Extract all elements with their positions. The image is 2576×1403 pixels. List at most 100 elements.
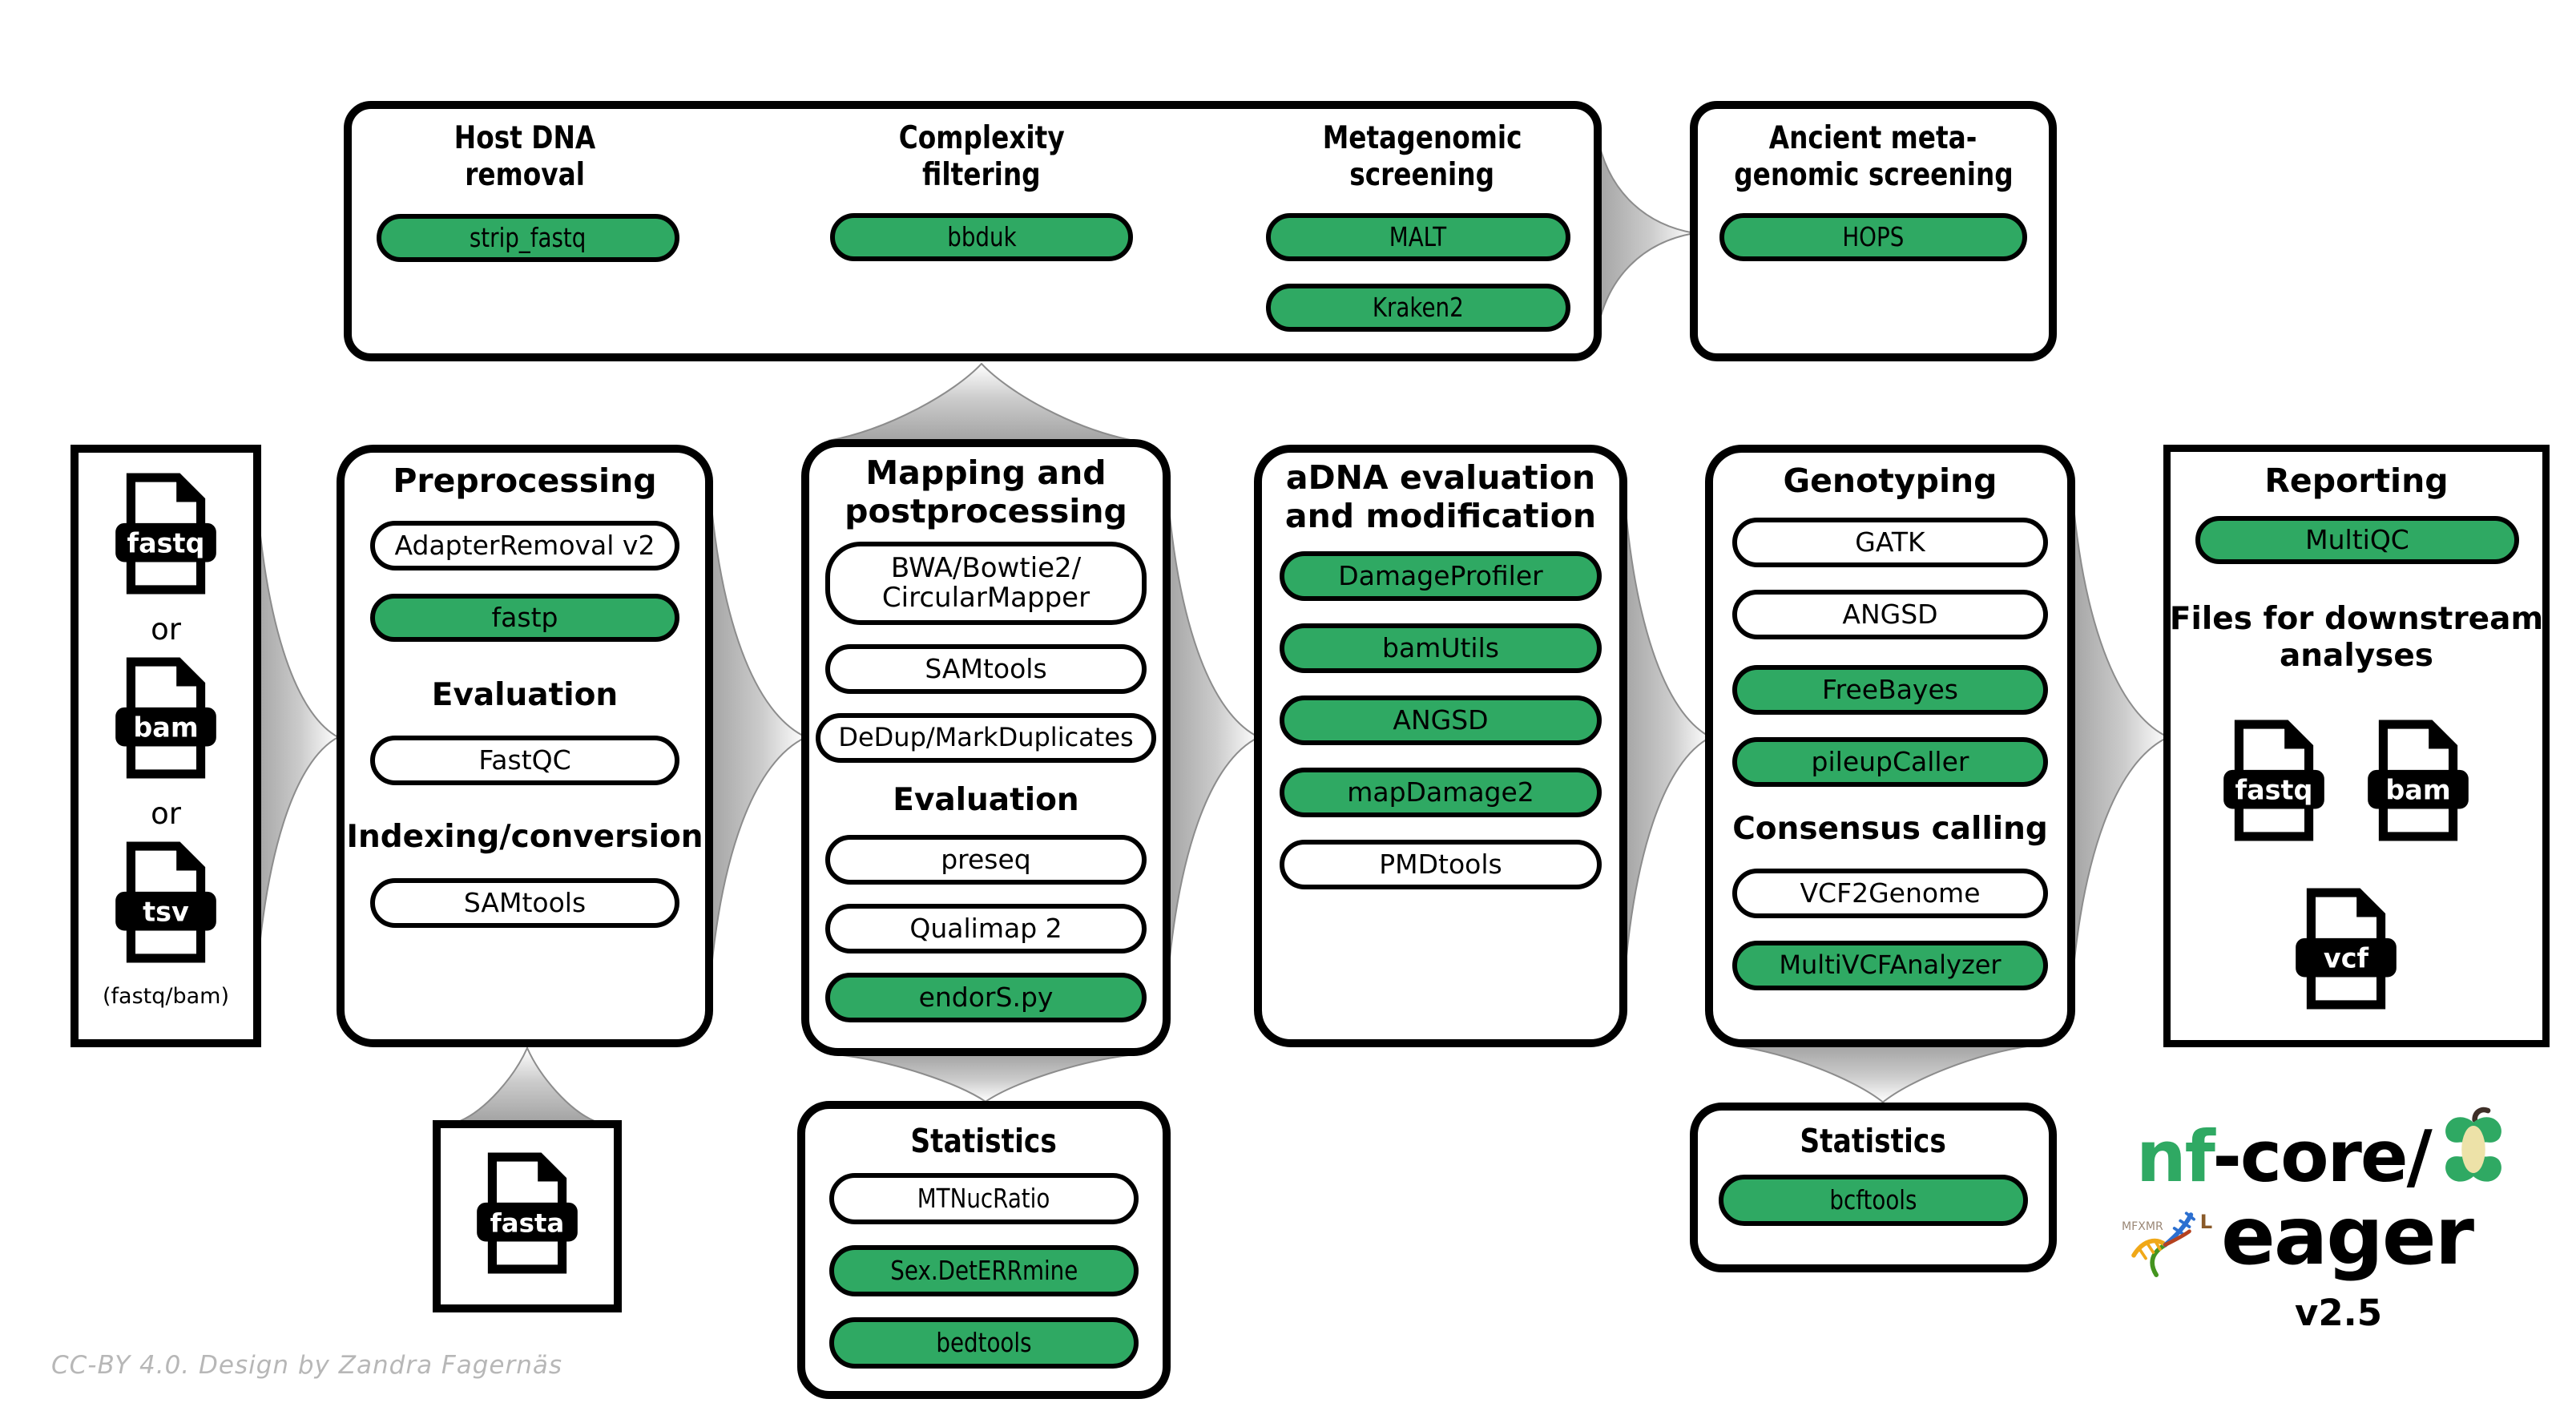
tool-pill-strip-fastq: strip_fastq bbox=[377, 214, 679, 262]
tool-pill-preseq: preseq bbox=[825, 835, 1147, 885]
nfcore-logo-line1: nf-core/ bbox=[2136, 1115, 2433, 1198]
tool-pill-bamutils-label: bamUtils bbox=[1382, 631, 1499, 663]
flow-arrow-input-to-preprocessing bbox=[255, 465, 338, 1010]
vcf-output-file-icon: vcf bbox=[2296, 888, 2397, 1010]
tool-pill-mtnucratio-label: MTNucRatio bbox=[917, 1182, 1050, 1214]
metagenomic-screening-title-line1: Metagenomic bbox=[1322, 120, 1522, 156]
fastq-output-file-icon-label: fastq bbox=[2235, 774, 2313, 805]
complexity-filtering-title: Complexity filtering bbox=[833, 120, 1130, 194]
tool-pill-bamutils: bamUtils bbox=[1280, 623, 1602, 673]
flow-arrow-mapping-to-adna bbox=[1166, 465, 1259, 1010]
tool-pill-pileupcaller-label: pileupCaller bbox=[1811, 745, 1969, 777]
nfcore-logo-pipeline: eager bbox=[2221, 1189, 2474, 1283]
flow-arrow-genotyping-to-statistics bbox=[1731, 1046, 2035, 1103]
tool-pill-hops: HOPS bbox=[1719, 213, 2027, 261]
flow-arrow-genotyping-to-reporting bbox=[2070, 465, 2168, 1010]
tool-pill-bbduk: bbduk bbox=[830, 213, 1133, 261]
statistics-mapping-title-text: Statistics bbox=[910, 1122, 1058, 1160]
nfcore-logo-nf: nf bbox=[2136, 1115, 2214, 1198]
dna-helix-rune-right: L bbox=[2200, 1210, 2213, 1233]
tool-pill-preseq-label: preseq bbox=[941, 843, 1031, 875]
host-dna-removal-title: Host DNA removal bbox=[377, 120, 673, 194]
tool-pill-multiqc: MultiQC bbox=[2195, 516, 2519, 564]
statistics-mapping-title: Statistics bbox=[797, 1122, 1171, 1160]
metagenomic-screening-title-line2: screening bbox=[1349, 157, 1495, 194]
flow-arrow-fasta-to-preprocessing bbox=[457, 1046, 598, 1122]
tool-pill-fastqc: FastQC bbox=[370, 736, 679, 785]
bam-file-icon: bam bbox=[115, 657, 216, 779]
fastq-output-file-icon: fastq bbox=[2223, 720, 2324, 841]
ancient-metagenomic-screening-title: Ancient meta- genomic screening bbox=[1700, 120, 2046, 194]
tool-pill-bwa-line2: CircularMapper bbox=[881, 582, 1090, 614]
mapping-evaluation-heading: Evaluation bbox=[893, 782, 1079, 818]
tsv-file-icon: tsv bbox=[115, 841, 216, 963]
flow-arrow-mapping-to-screening bbox=[825, 362, 1138, 441]
flow-arrow-screening-to-ancient bbox=[1597, 132, 1695, 334]
flow-arrow-preprocessing-to-mapping bbox=[708, 465, 806, 1010]
apple-core-icon bbox=[2445, 1107, 2501, 1182]
tool-pill-damageprofiler-label: DamageProfiler bbox=[1338, 559, 1543, 591]
fasta-file-icon-label: fasta bbox=[490, 1207, 565, 1238]
tsv-note: (fastq/bam) bbox=[103, 984, 229, 1009]
mapping-title-line2: postprocessing bbox=[845, 492, 1127, 531]
dna-helix-icon: MFXMR L bbox=[2122, 1210, 2213, 1277]
tool-pill-fastp: fastp bbox=[370, 594, 679, 642]
tool-pill-hops-label: HOPS bbox=[1842, 220, 1905, 252]
tool-pill-freebayes: FreeBayes bbox=[1732, 665, 2048, 715]
mapping-title: Mapping and postprocessing bbox=[801, 454, 1171, 531]
tool-pill-bwa-bowtie2-circularmapper: BWA/Bowtie2/ CircularMapper bbox=[825, 542, 1147, 625]
bam-output-file-icon: bam bbox=[2368, 720, 2469, 841]
tool-pill-mapdamage2-label: mapDamage2 bbox=[1347, 776, 1534, 808]
metagenomic-screening-title: Metagenomic screening bbox=[1274, 120, 1570, 194]
tool-pill-multiqc-label: MultiQC bbox=[2305, 523, 2409, 555]
tool-pill-angsd-genotyping: ANGSD bbox=[1732, 590, 2048, 639]
complexity-filtering-title-line1: Complexity bbox=[898, 120, 1065, 156]
flow-arrow-adna-to-genotyping bbox=[1623, 465, 1711, 1010]
tool-pill-pmdtools-label: PMDtools bbox=[1379, 848, 1502, 880]
preprocessing-evaluation-heading: Evaluation bbox=[431, 677, 619, 713]
ancient-title-line1: Ancient meta- bbox=[1769, 120, 1977, 156]
tool-pill-adapterremoval-label: AdapterRemoval v2 bbox=[394, 529, 655, 561]
vcf-output-file-icon-label: vcf bbox=[2324, 942, 2369, 974]
tool-pill-bcftools-label: bcftools bbox=[1829, 1183, 1917, 1216]
tool-pill-kraken2: Kraken2 bbox=[1266, 284, 1570, 332]
files-downstream-heading-line2: analyses bbox=[2279, 638, 2434, 675]
tool-pill-dedup-markduplicates-label: DeDup/MarkDuplicates bbox=[838, 722, 1134, 753]
tool-pill-damageprofiler: DamageProfiler bbox=[1280, 551, 1602, 601]
tool-pill-gatk: GATK bbox=[1732, 518, 2048, 567]
fastq-file-icon: fastq bbox=[115, 473, 216, 595]
tool-pill-angsd-adna: ANGSD bbox=[1280, 695, 1602, 745]
host-dna-removal-title-line2: removal bbox=[465, 157, 585, 194]
ancient-title-line2: genomic screening bbox=[1733, 157, 2014, 194]
or-label-1: or bbox=[151, 612, 181, 647]
host-dna-removal-title-line1: Host DNA bbox=[454, 120, 596, 156]
license-credit-text: CC-BY 4.0. Design by Zandra Fagernäs bbox=[51, 1351, 563, 1380]
tool-pill-bbduk-label: bbduk bbox=[946, 220, 1017, 252]
statistics-genotyping-title-text: Statistics bbox=[1800, 1122, 1947, 1160]
reporting-title: Reporting bbox=[2264, 462, 2449, 500]
tool-pill-vcf2genome-label: VCF2Genome bbox=[1800, 877, 1981, 909]
tool-pill-qualimap2: Qualimap 2 bbox=[825, 904, 1147, 953]
tool-pill-samtools-mapping-label: SAMtools bbox=[925, 652, 1047, 684]
tool-pill-fastqc-label: FastQC bbox=[478, 744, 571, 776]
bam-output-file-icon-label: bam bbox=[2385, 774, 2450, 805]
tool-pill-endors-py-label: endorS.py bbox=[918, 981, 1054, 1013]
mapping-title-line1: Mapping and bbox=[865, 454, 1107, 492]
tool-pill-freebayes-label: FreeBayes bbox=[1822, 673, 1958, 705]
tool-pill-adapterremoval: AdapterRemoval v2 bbox=[370, 521, 679, 570]
tool-pill-bedtools-label: bedtools bbox=[936, 1326, 1032, 1358]
fastq-file-icon-label: fastq bbox=[127, 527, 205, 558]
adna-title-line2: and modification bbox=[1284, 497, 1597, 536]
tool-pill-qualimap2-label: Qualimap 2 bbox=[909, 912, 1062, 944]
tool-pill-sexdeterrmine: Sex.DetERRmine bbox=[829, 1245, 1139, 1296]
bam-file-icon-label: bam bbox=[133, 712, 198, 743]
dna-helix-runes-left: MFXMR bbox=[2122, 1220, 2163, 1233]
tool-pill-gatk-label: GATK bbox=[1855, 526, 1925, 558]
tool-pill-strip-fastq-label: strip_fastq bbox=[470, 221, 587, 253]
tool-pill-kraken2-label: Kraken2 bbox=[1373, 291, 1464, 323]
tool-pill-angsd-adna-label: ANGSD bbox=[1393, 704, 1489, 736]
tool-pill-bcftools: bcftools bbox=[1719, 1175, 2028, 1226]
tool-pill-pileupcaller: pileupCaller bbox=[1732, 737, 2048, 787]
nfcore-logo-version: v2.5 bbox=[2295, 1292, 2383, 1334]
tool-pill-malt-label: MALT bbox=[1389, 220, 1447, 252]
